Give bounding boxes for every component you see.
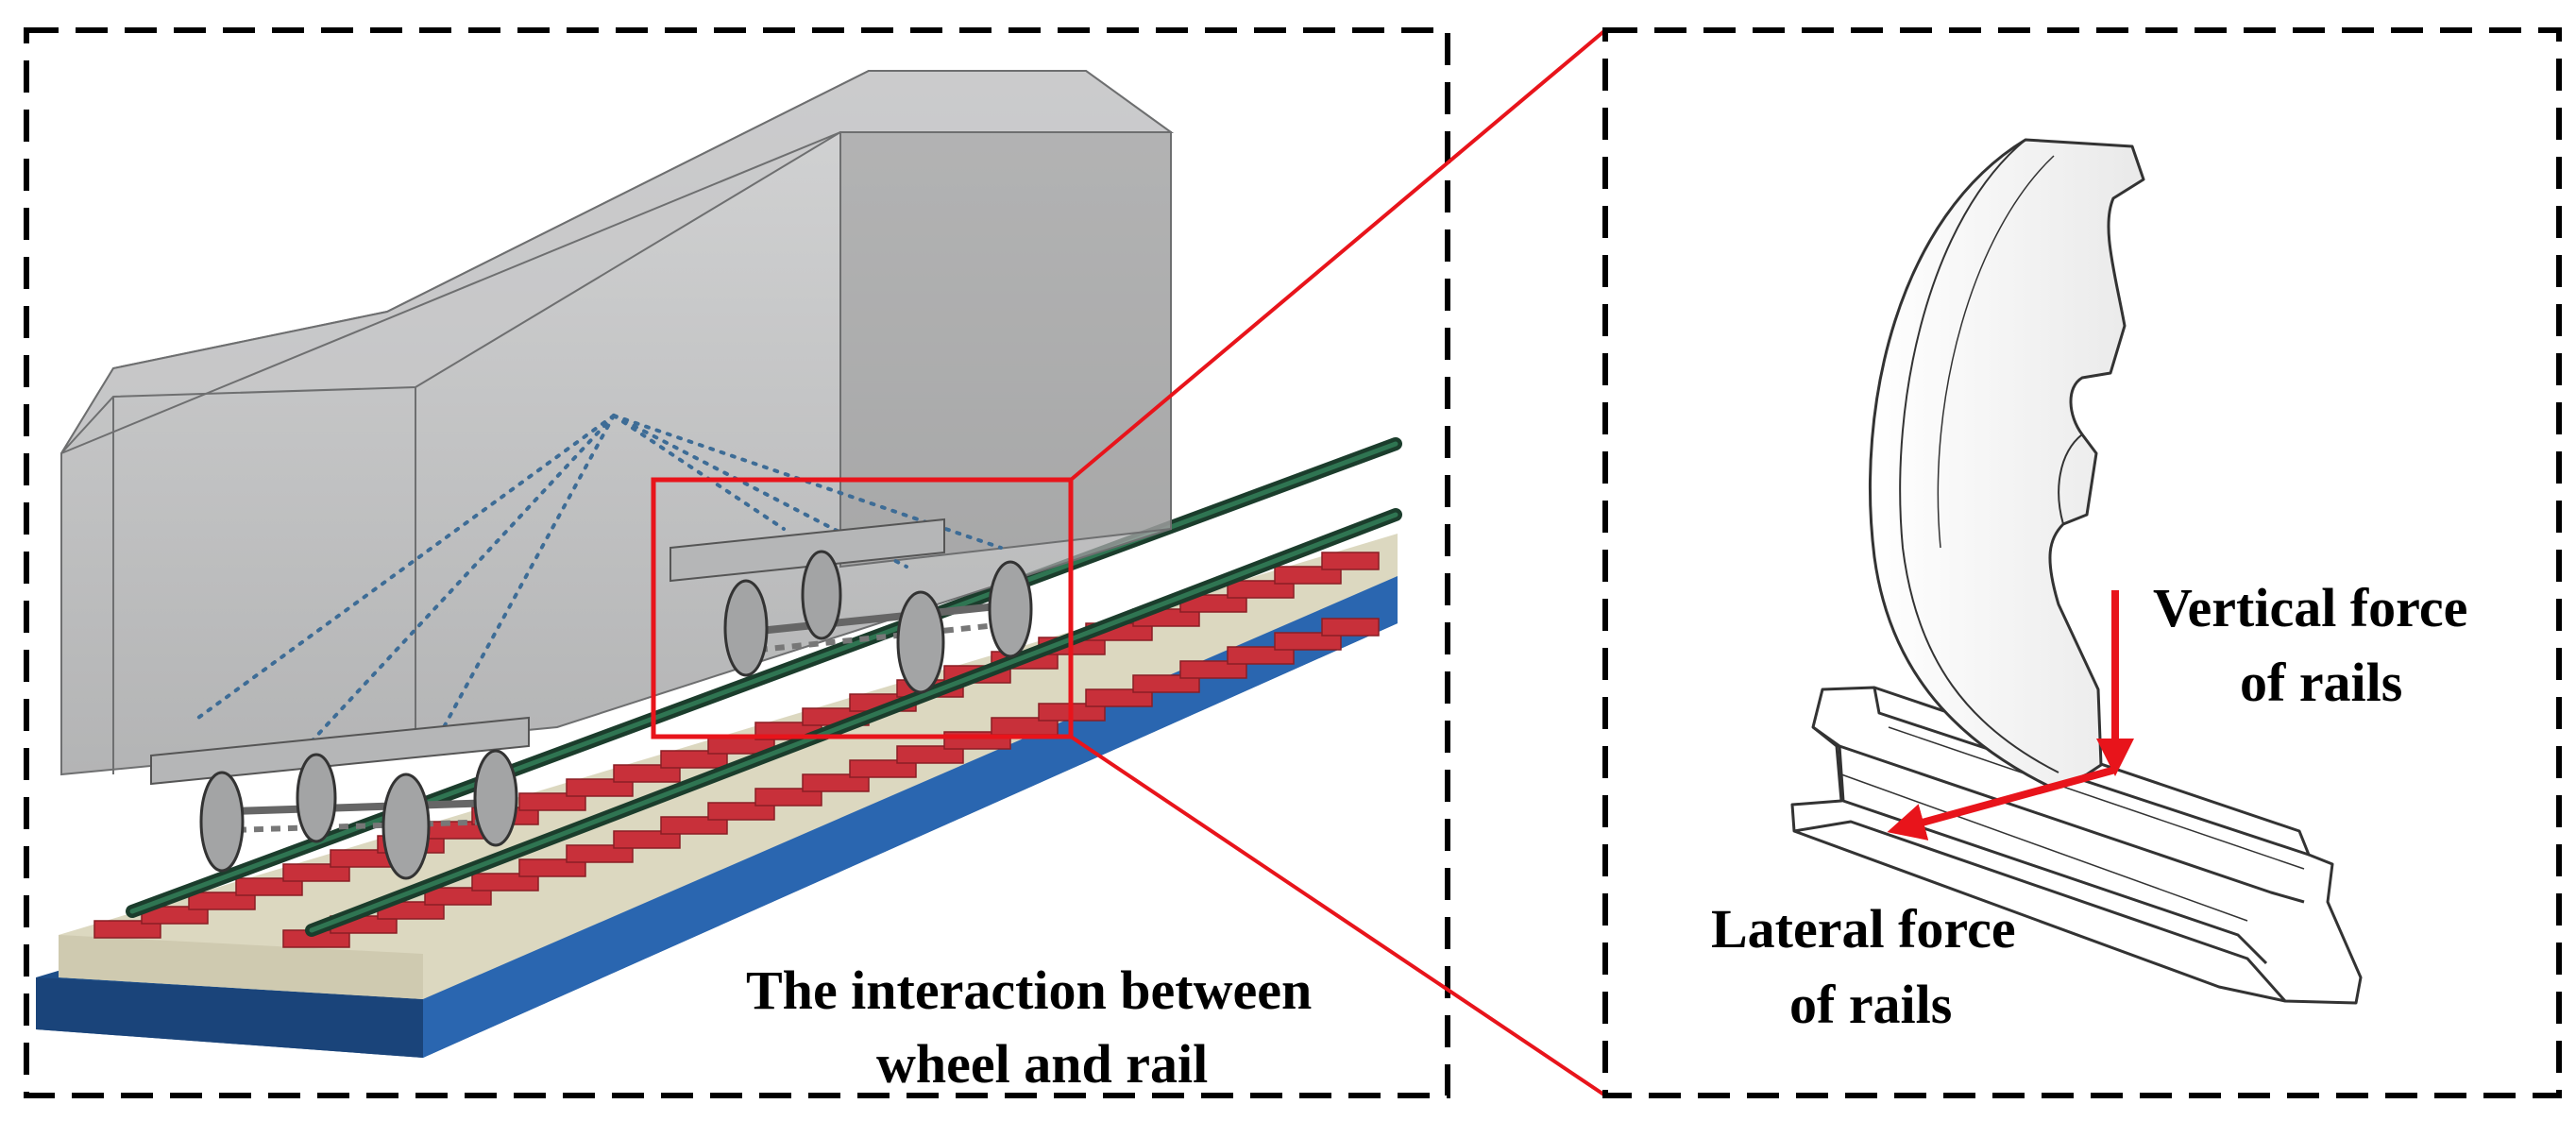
interaction-label-line1: The interaction between: [746, 960, 1313, 1021]
wheel-icon: [199, 771, 245, 873]
track-rails: [126, 437, 1402, 937]
vertical-force-label-line1: Vertical force: [2153, 577, 2468, 638]
interaction-label-line2: wheel and rail: [876, 1033, 1209, 1095]
lateral-force-arrow-icon: [1887, 766, 2117, 841]
rail-section: [1790, 686, 2363, 1005]
wheel-section: [1869, 138, 2145, 790]
highlight-box: [651, 477, 1074, 739]
vertical-force-label-line2: of rails: [2240, 652, 2403, 713]
rear-bogie: [150, 716, 530, 880]
zoom-connector: [1069, 28, 1607, 1097]
force-arrows: [1887, 590, 2134, 841]
lateral-force-label-line1: Lateral force: [1711, 898, 2016, 960]
lateral-force-label-line2: of rails: [1789, 974, 1953, 1035]
right-panel-frame: [1602, 27, 2562, 1098]
track-sleepers: [93, 552, 1380, 948]
front-bogie: [669, 518, 1033, 694]
left-panel-frame: [24, 27, 1450, 1098]
car-body: [60, 70, 1175, 776]
